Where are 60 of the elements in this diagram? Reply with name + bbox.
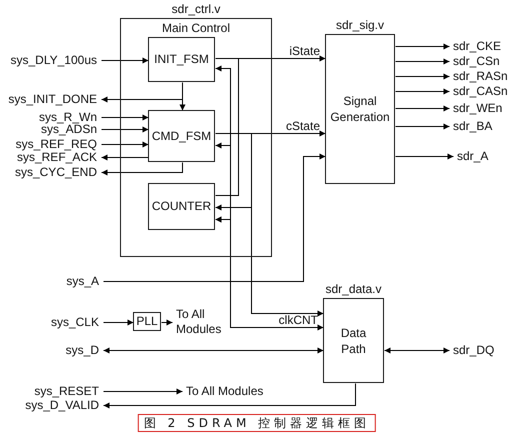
signal-arrow bbox=[101, 82, 183, 102]
bidirectional-arrow bbox=[384, 348, 450, 354]
signal-arrow bbox=[101, 58, 149, 64]
signal-arrow bbox=[103, 383, 356, 408]
signal-arrow bbox=[103, 388, 183, 394]
signal-name: sdr_RASn bbox=[453, 70, 508, 82]
signal-name: sys_A bbox=[66, 275, 99, 287]
signal-name: sys_D bbox=[66, 344, 99, 356]
signal-arrow bbox=[395, 58, 450, 64]
signal-name: sys_DLY_100us bbox=[10, 54, 97, 66]
destination-note: To All Modules bbox=[186, 385, 264, 397]
signal-name: sys_D_VALID bbox=[25, 399, 99, 411]
signal-name: sdr_WEn bbox=[453, 102, 502, 114]
signal-name: sys_R_Wn bbox=[38, 111, 97, 123]
signal-name: sys_INIT_DONE bbox=[8, 93, 97, 105]
signal-arrow bbox=[395, 44, 450, 50]
logic-block: PLL bbox=[133, 312, 161, 331]
block-title: Data Path bbox=[340, 324, 366, 356]
signal-arrow bbox=[103, 154, 326, 282]
signal-arrow bbox=[101, 142, 149, 148]
bidirectional-arrow bbox=[103, 348, 324, 354]
edge-label: clkCNT bbox=[278, 315, 318, 326]
signal-arrow bbox=[101, 154, 149, 160]
signal-name: sys_REF_ACK bbox=[16, 151, 97, 163]
connector-line bbox=[215, 58, 239, 196]
signal-arrow bbox=[161, 320, 173, 326]
file-name-label: sdr_ctrl.v bbox=[172, 3, 220, 16]
signal-name: sdr_BA bbox=[453, 120, 492, 132]
destination-note: To All Modules bbox=[176, 307, 225, 337]
signal-name: sdr_CASn bbox=[453, 85, 508, 97]
signal-arrow bbox=[101, 162, 183, 176]
logic-block: COUNTER bbox=[148, 183, 215, 230]
file-name-label: sdr_data.v bbox=[325, 283, 382, 296]
signal-name: sys_CYC_END bbox=[14, 166, 97, 178]
logic-block: INIT_FSM bbox=[148, 37, 215, 82]
signal-arrow bbox=[101, 114, 149, 120]
signal-arrow bbox=[101, 126, 149, 132]
signal-arrow bbox=[103, 320, 134, 326]
signal-name: sys_RESET bbox=[34, 385, 99, 397]
block-title: Main Control bbox=[162, 22, 230, 35]
signal-name: sdr_CSn bbox=[453, 55, 500, 67]
logic-block: CMD_FSM bbox=[148, 110, 215, 162]
signal-arrow bbox=[395, 88, 450, 94]
edge-label: cState bbox=[286, 121, 320, 132]
signal-name: sys_CLK bbox=[50, 316, 99, 328]
signal-arrow bbox=[215, 133, 324, 316]
signal-arrow bbox=[395, 154, 454, 160]
signal-arrow bbox=[395, 74, 450, 80]
block-title: Signal Generation bbox=[330, 93, 390, 125]
signal-name: sdr_A bbox=[457, 150, 488, 162]
figure-caption: 图 2 SDRAM 控制器逻辑框图 bbox=[138, 414, 376, 432]
signal-name: sdr_DQ bbox=[453, 344, 494, 356]
file-name-label: sdr_sig.v bbox=[336, 19, 384, 32]
signal-arrow bbox=[395, 124, 450, 130]
signal-arrow bbox=[395, 106, 450, 112]
edge-label: iState bbox=[289, 46, 320, 57]
signal-name: sdr_CKE bbox=[453, 40, 502, 52]
signal-name: sys_ADSn bbox=[40, 123, 97, 135]
signal-name: sys_REF_REQ bbox=[16, 138, 97, 150]
bidirectional-arrow bbox=[215, 216, 324, 330]
